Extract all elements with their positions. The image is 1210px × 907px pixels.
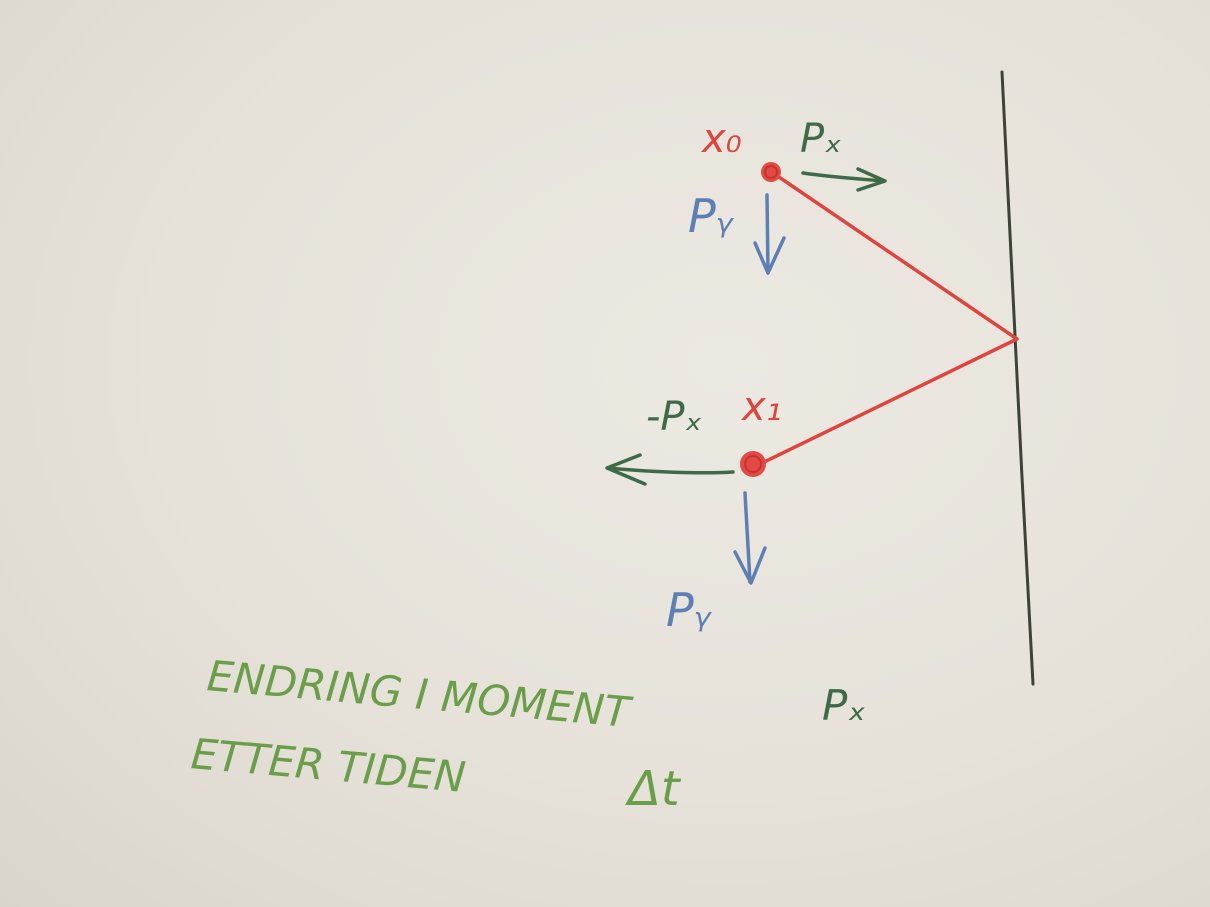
reflection-path [754,173,1019,468]
point-x0 [761,162,781,182]
caption-line2-text: ETTER TIDEN [189,729,467,802]
label-neg-px: -Pₓ [646,394,702,440]
momentum-px-arrow [801,167,887,192]
caption-line1-symbol: Pₓ [822,681,866,730]
label-x1: x₁ [740,384,782,430]
momentum-py-arrow-bottom [733,491,767,585]
wall-line [1000,70,1035,686]
momentum-py-arrow [753,193,786,275]
caption-line1-text: ENDRING I MOMENT [205,651,635,737]
caption: ENDRING I MOMENT Pₓ ETTER TIDEN Δt [189,651,866,817]
point-x1 [740,451,766,477]
caption-line2-symbol: Δt [624,761,682,817]
label-px-top: Pₓ [800,116,842,162]
momentum-neg-px-arrow [605,453,735,486]
label-x0: x₀ [700,116,742,162]
label-py-bottom: Pᵧ [666,583,713,637]
label-py-top: Pᵧ [688,189,735,243]
